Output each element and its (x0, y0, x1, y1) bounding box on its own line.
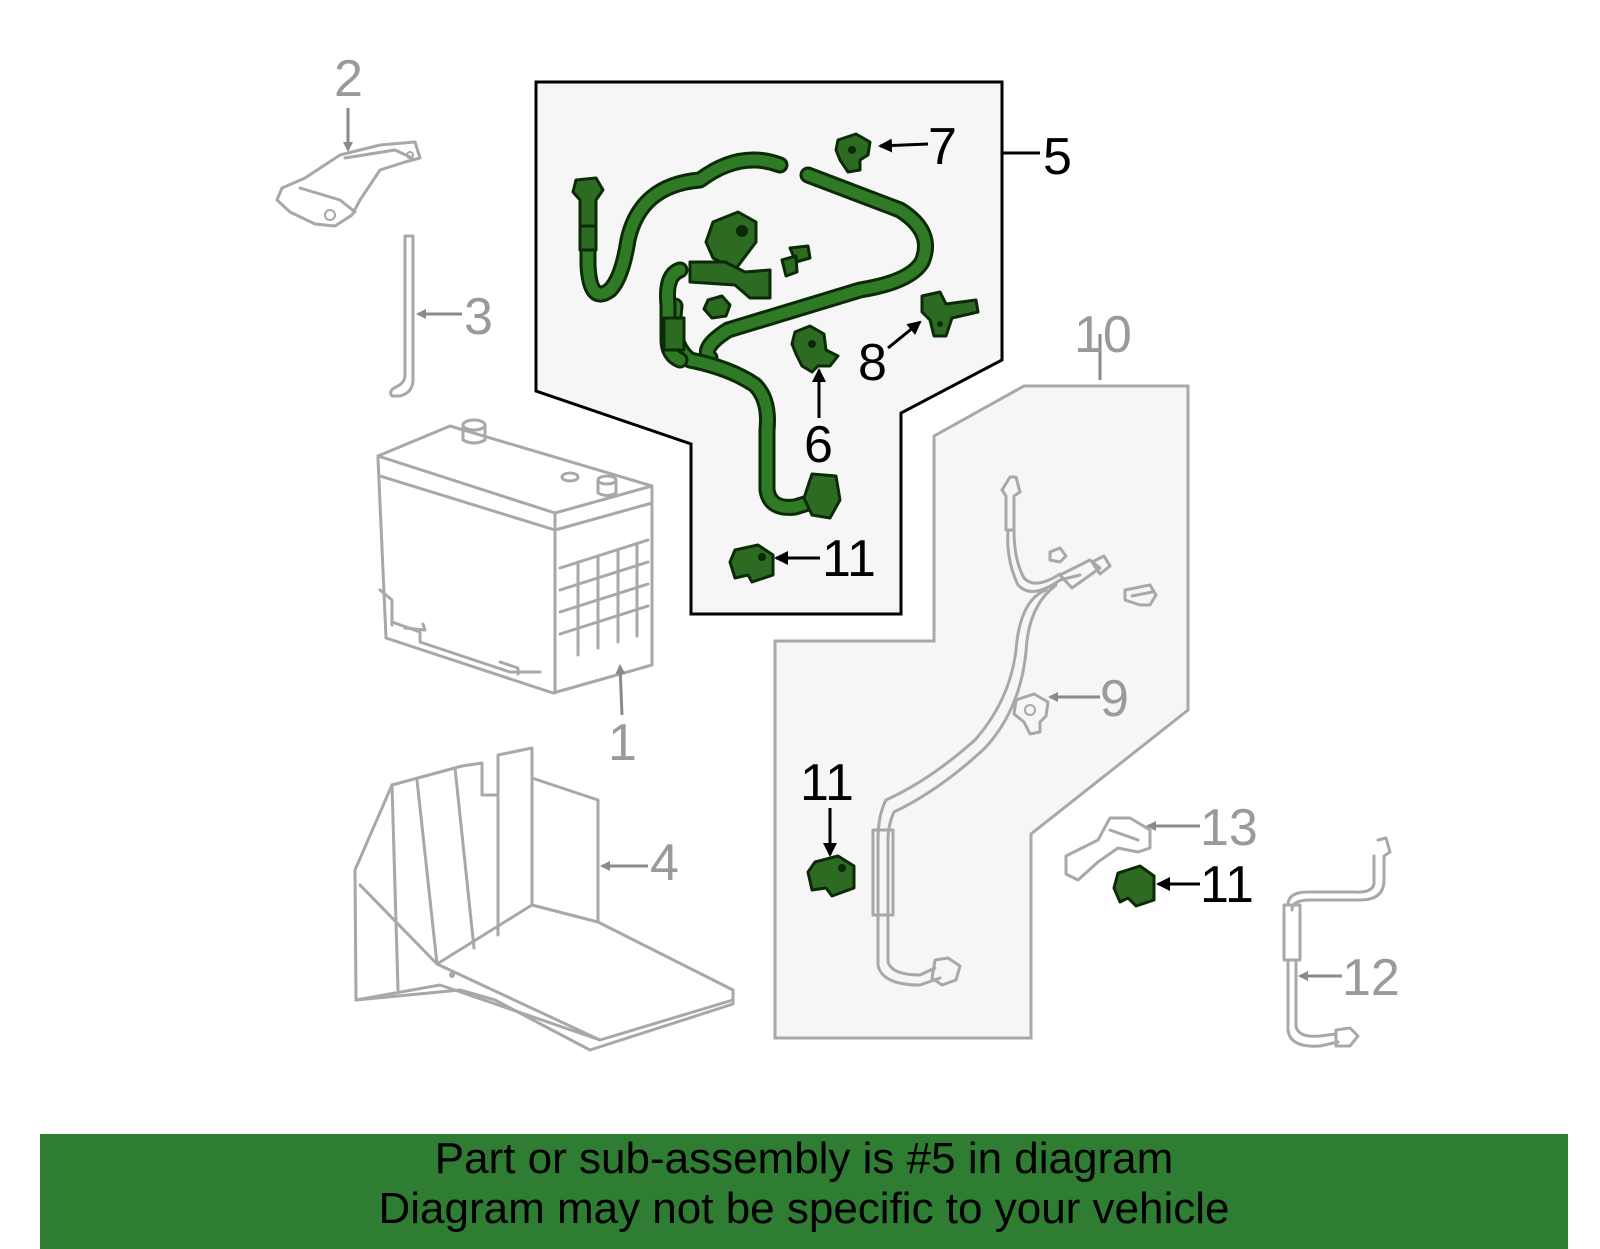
part-11-clip-b (806, 854, 856, 898)
callout-10: 10 (1074, 306, 1132, 364)
part-4-battery-tray (353, 746, 735, 1052)
callout-9: 9 (1100, 670, 1129, 728)
part-6-cable-clip (790, 324, 840, 374)
info-banner: Part or sub-assembly is #5 in diagram Di… (40, 1134, 1568, 1249)
callout-3: 3 (464, 288, 493, 346)
part-5-cable-assembly (571, 151, 934, 520)
part-11-clip-a (728, 543, 775, 584)
part-7-cable-clip (834, 132, 872, 174)
callout-6: 6 (804, 416, 833, 474)
callout-7: 7 (928, 118, 957, 176)
callout-4: 4 (650, 834, 679, 892)
part-12-ground-cable (1282, 836, 1392, 1048)
part-9-cable-clip (1012, 692, 1050, 736)
leader-7 (878, 138, 929, 153)
leader-8 (887, 320, 922, 350)
part-13-bracket (1064, 816, 1152, 882)
part-8-cable-bracket (920, 290, 980, 338)
banner-line-2: Diagram may not be specific to your vehi… (378, 1184, 1230, 1233)
part-11-clip-c (1112, 864, 1156, 908)
leader-lines (343, 108, 1342, 981)
part-10-cable (871, 475, 1158, 987)
banner-line-1: Part or sub-assembly is #5 in diagram (434, 1134, 1174, 1183)
callout-13: 13 (1200, 799, 1258, 857)
part-3-hold-down-rod (389, 234, 415, 398)
callout-8: 8 (858, 334, 887, 392)
callout-2: 2 (334, 50, 363, 108)
leader-1 (615, 664, 626, 716)
part-5-highlight-box (534, 80, 1004, 616)
callout-12: 12 (1342, 949, 1400, 1007)
callout-11-c: 11 (1200, 856, 1254, 914)
callout-1: 1 (608, 714, 637, 772)
part-2-hold-down-bracket (275, 140, 422, 228)
part-1-battery (376, 418, 654, 695)
callout-11-b: 11 (800, 754, 854, 812)
callout-labels: 2 3 1 4 5 7 8 6 11 10 9 11 13 11 12 (334, 50, 1400, 1007)
callout-11-a: 11 (822, 530, 876, 588)
callout-5: 5 (1043, 128, 1072, 186)
